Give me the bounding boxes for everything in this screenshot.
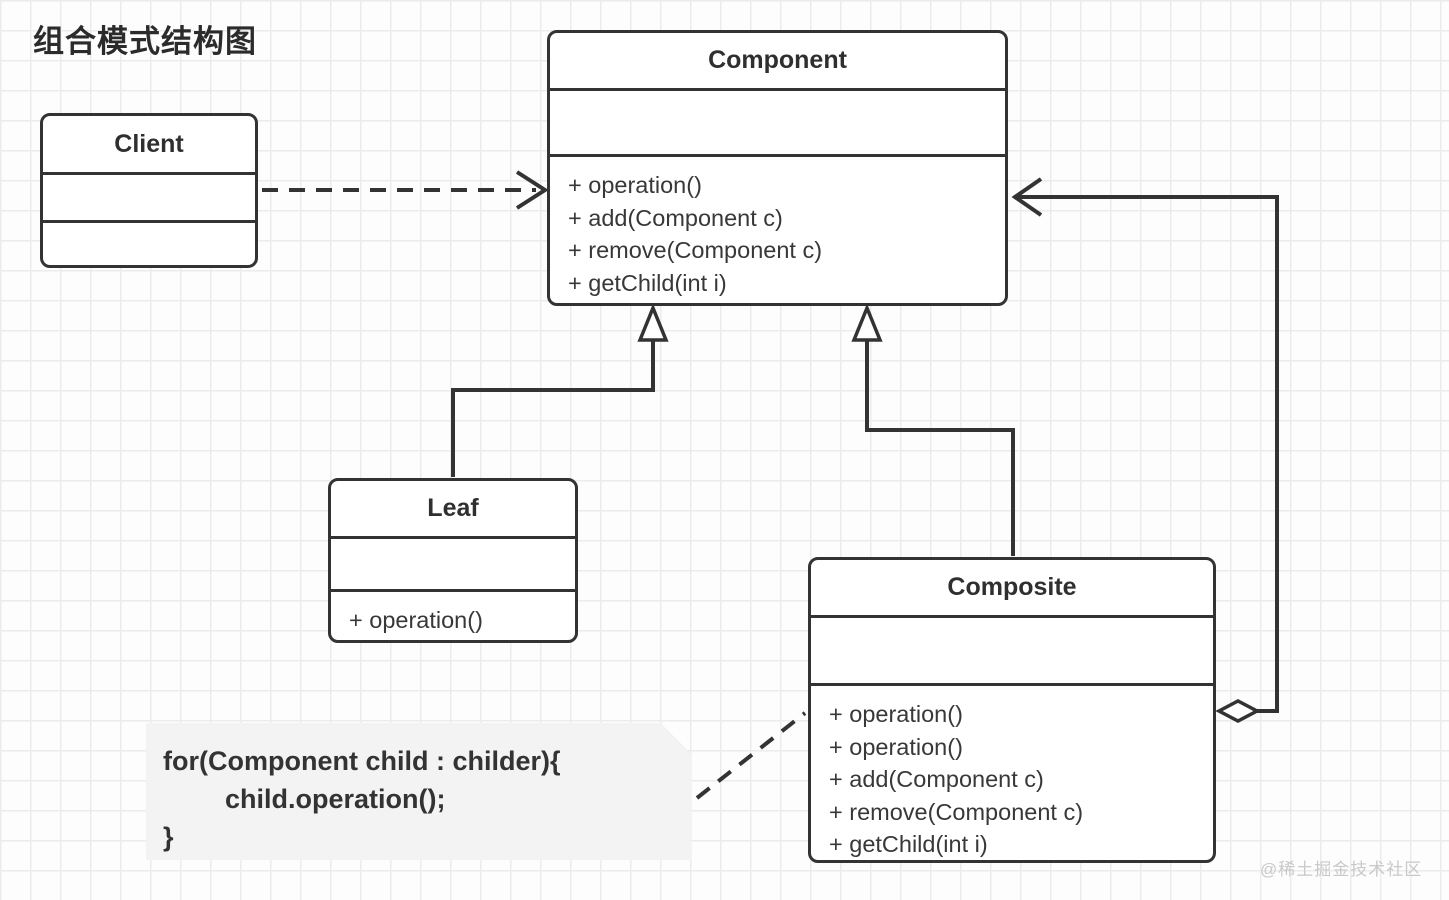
class-methods-component: + operation() + add(Component c) + remov…	[550, 154, 1005, 299]
class-box-leaf: Leaf + operation()	[328, 478, 578, 643]
class-title-composite: Composite	[947, 572, 1077, 601]
inheritance-triangle-icon-composite	[851, 303, 883, 342]
aggregation-diamond-icon	[1215, 699, 1261, 723]
note-line: }	[163, 822, 174, 852]
aggregation-line-composite-component	[1018, 195, 1279, 713]
note-line: child.operation();	[225, 784, 446, 814]
method-item: + operation()	[568, 172, 702, 198]
class-box-component: Component + operation() + add(Component …	[547, 30, 1008, 306]
method-item: + add(Component c)	[829, 766, 1044, 793]
inheritance-line-composite-component	[865, 340, 1015, 556]
method-item: + getChild(int i)	[568, 269, 727, 296]
note-link-line	[695, 711, 807, 800]
class-methods-composite: + operation() + operation() + add(Compon…	[811, 683, 1213, 860]
watermark: @稀土掘金技术社区	[1260, 860, 1423, 879]
method-item: + remove(Component c)	[829, 798, 1084, 825]
class-attributes-composite	[811, 614, 1213, 684]
class-title-leaf: Leaf	[427, 494, 479, 522]
class-methods-leaf: + operation()	[331, 589, 575, 637]
method-item: + operation()	[829, 733, 963, 760]
method-item: + getChild(int i)	[829, 831, 988, 858]
inheritance-triangle-icon-leaf	[637, 303, 669, 342]
class-attributes-component	[550, 88, 1005, 154]
class-methods-client	[43, 220, 255, 265]
method-item: + remove(Component c)	[568, 237, 823, 263]
page-title: 组合模式结构图	[33, 24, 257, 59]
class-box-composite: Composite + operation() + operation() + …	[808, 557, 1216, 863]
class-attributes-leaf	[331, 536, 575, 589]
class-title-component: Component	[708, 46, 847, 74]
note-line: for(Component child : childer){	[163, 746, 561, 776]
method-item: + add(Component c)	[568, 204, 783, 231]
dependency-arrowhead-icon	[515, 170, 549, 210]
method-item: + operation()	[829, 701, 963, 728]
code-note: for(Component child : childer){ child.op…	[146, 723, 691, 860]
class-attributes-client	[43, 172, 255, 220]
aggregation-arrowhead-icon	[1011, 177, 1043, 217]
class-title-client: Client	[114, 129, 184, 158]
method-item: + operation()	[349, 607, 483, 633]
class-box-client: Client	[40, 113, 258, 268]
inheritance-line-leaf-component	[451, 340, 655, 477]
